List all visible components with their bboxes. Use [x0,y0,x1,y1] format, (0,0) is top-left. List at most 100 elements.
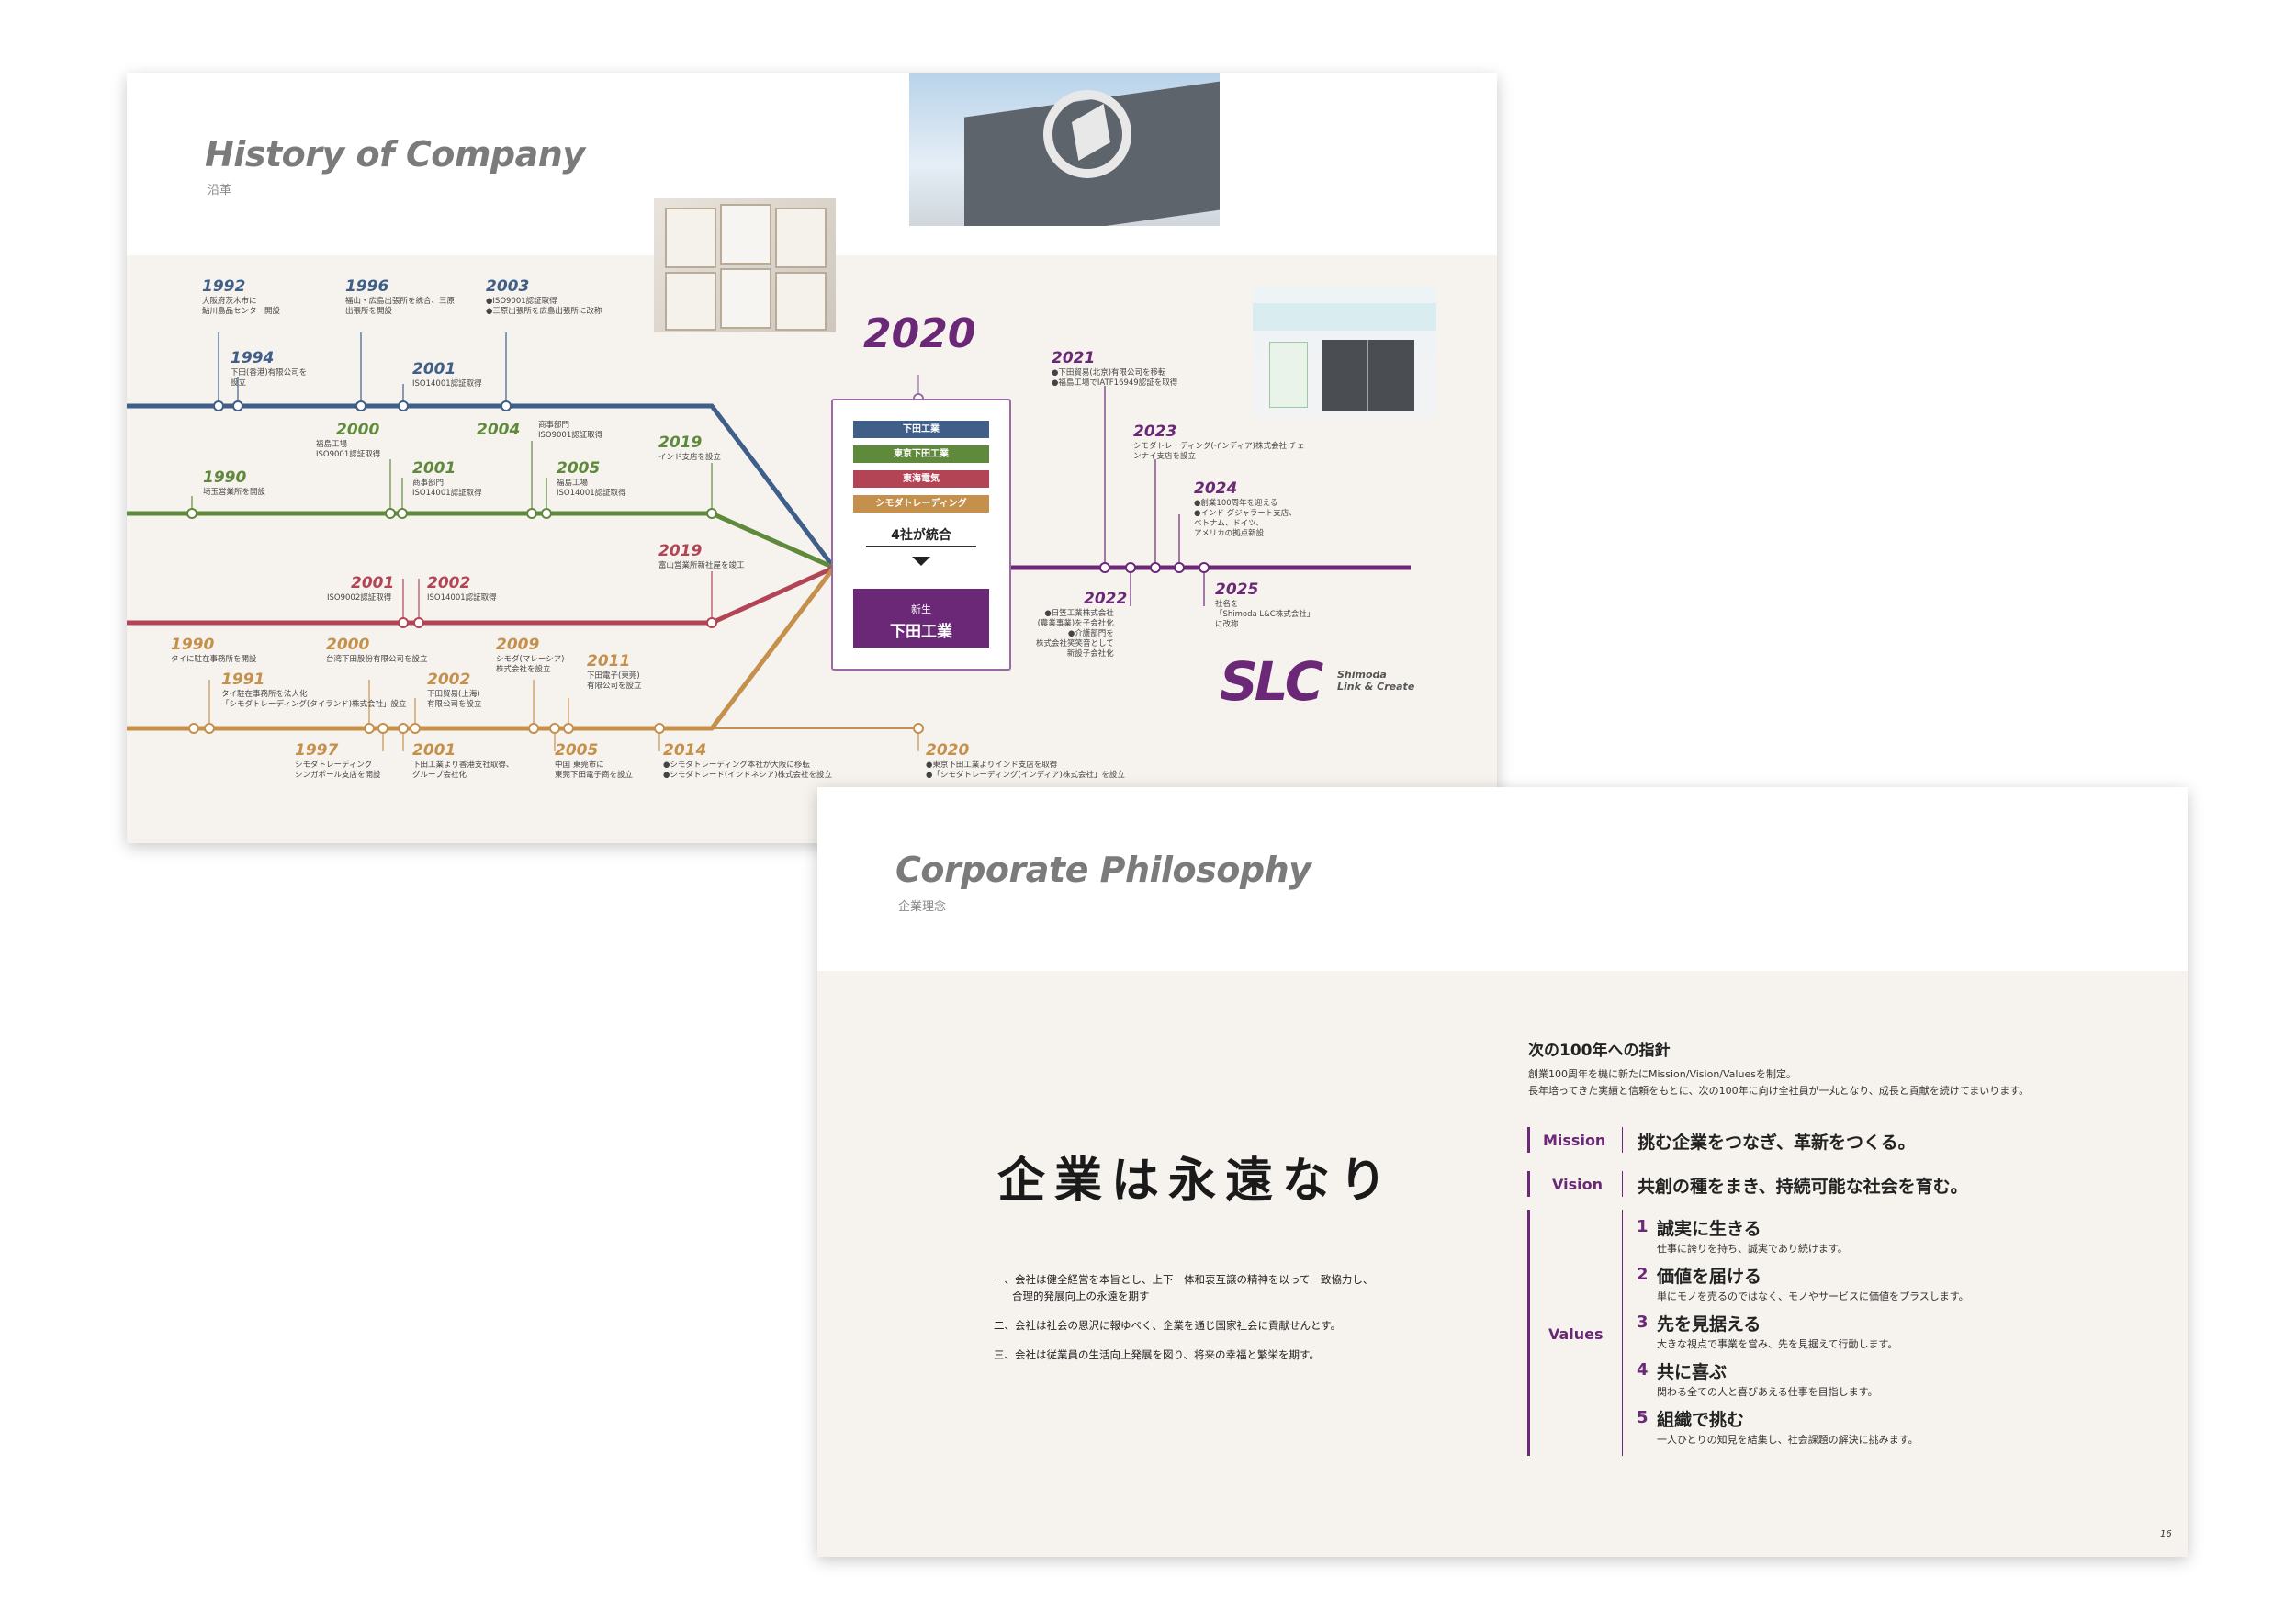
company-motto: 企業は永遠なり [997,1153,1397,1209]
certificates-photo [654,198,836,332]
value-number: 3 [1637,1313,1649,1332]
event-year: 1996 [345,277,389,296]
event-text: シモダトレーディング シンガポール支店を開設 [295,761,381,780]
event-year: 2000 [336,421,380,439]
newco-name: 下田工業 [890,623,952,641]
merge-box: 下田工業 東京下田工業 東海電気 シモダトレーディング 4社が統合 新生 下田工… [831,399,1011,671]
event-text: タイに駐在事務所を開設 [171,655,257,664]
event-year: 1991 [221,671,265,689]
value-number: 4 [1637,1360,1649,1380]
value-title: 組織で挑む [1657,1410,1745,1430]
building-sign-photo [909,73,1220,226]
event-text: 下田電子(東莞) 有限公司を設立 [587,671,642,691]
newco-label: 新生 [911,603,931,615]
event-year: 2020 [926,741,970,760]
event-year: 2024 [1194,479,1238,498]
principle-line: 二、会社は社会の恩沢に報ゆべく、企業を通じ国家社会に貢献せんとす。 [994,1319,1342,1332]
value-title: 誠実に生きる [1657,1219,1761,1239]
event-year: 2001 [412,360,456,378]
event-text: 福山・広島出張所を統合、三原 出張所を開設 [345,297,456,316]
event-year: 2019 [658,542,703,560]
event-year: 2002 [427,574,471,592]
event-text: ●創業100周年を迎える ●インド グジャラート支店、 ベトナム、ドイツ、 アメ… [1194,499,1297,538]
event-year: 2001 [412,741,456,760]
event-year: 1990 [203,468,247,487]
event-text: 下田(香港)有限公司を 設立 [231,368,308,388]
history-subtitle: 沿革 [208,184,232,197]
event-text: ●ISO9001認証取得 ●三原出張所を広島出張所に改称 [486,297,602,316]
value-number: 2 [1637,1265,1649,1284]
philosophy-subtitle: 企業理念 [898,900,947,914]
arrow-down-icon [912,557,930,566]
green-line [127,511,836,570]
event-year: 2004 [477,421,521,439]
vision-bar [1527,1171,1530,1197]
value-desc: 一人ひとりの知見を結集し、社会課題の解決に挑みます。 [1657,1434,1919,1446]
event-text: タイ駐在事務所を法人化 「シモダトレーディング(タイランド)株式会社」設立 [221,690,407,709]
philosophy-band [817,971,2188,1557]
company-bar: 東海電気 [853,470,989,488]
vision-text: 共創の種をまき、持続可能な社会を育む。 [1638,1177,1968,1197]
principle-line: 三、会社は従業員の生活向上発展を図り、将来の幸福と繁栄を期す。 [994,1348,1320,1361]
event-year: 2011 [587,652,631,671]
event-text: ●下田貿易(北京)有限公司を移転 ●福島工場でIATF16949認証を取得 [1052,368,1178,388]
slc-logo-subtext-line: Shimoda [1337,669,1387,681]
company-bar: シモダトレーディング [853,495,989,513]
event-text: 福島工場 ISO14001認証取得 [557,479,626,498]
event-text: シモダ(マレーシア) 株式会社を設立 [496,655,565,674]
values-label: Values [1548,1325,1604,1343]
value-number: 5 [1637,1408,1649,1427]
event-year: 2003 [486,277,530,296]
vision-label: Vision [1552,1176,1603,1193]
event-year: 2001 [412,459,456,478]
event-year: 2002 [427,671,471,689]
event-text: シモダトレーディング(インディア)株式会社 チェ ンナイ支店を設立 [1133,442,1305,461]
slc-logo-mark: SLC [1220,650,1323,713]
event-year: 2014 [663,741,707,760]
value-desc: 単にモノを売るのではなく、モノやサービスに価値をプラスします。 [1657,1291,1969,1302]
history-title: History of Company [205,134,585,175]
values-bar [1527,1210,1530,1456]
merge-text: 4社が統合 [891,528,951,543]
event-text: インド支店を設立 [658,453,722,462]
blue-line [127,403,836,569]
company-bar: 下田工業 [853,421,989,438]
storefront-photo [1253,287,1436,421]
event-text: 下田工業より香港支社取得、 グループ会社化 [412,761,514,780]
event-year: 2019 [658,434,703,452]
event-year: 1990 [171,636,215,654]
value-number: 1 [1637,1217,1649,1236]
value-title: 共に喜ぶ [1657,1362,1728,1382]
event-text: 商事部門 ISO14001認証取得 [412,479,482,498]
event-text: ●シモダトレーディング本社が大阪に移転 ●シモダトレード(インドネシア)株式会社… [663,761,833,780]
event-year: 2021 [1052,349,1096,367]
event-year: 1992 [202,277,246,296]
philosophy-title: Corporate Philosophy [895,850,1311,890]
slc-logo-subtext-line: Link & Create [1337,681,1415,693]
mission-label: Mission [1543,1132,1606,1149]
event-year: 2001 [351,574,395,592]
principle-line: 合理的発展向上の永遠を期す [1012,1290,1150,1302]
value-desc: 関わる全ての人と喜びあえる仕事を目指します。 [1657,1386,1878,1398]
event-text: 台湾下田股份有限公司を設立 [326,655,428,664]
event-year: 2023 [1133,423,1177,441]
value-title: 先を見据える [1657,1314,1761,1335]
value-title: 価値を届ける [1657,1267,1762,1287]
event-year: 2005 [557,459,601,478]
guide-line: 創業100周年を機に新たにMission/Vision/Valuesを制定。 [1528,1068,1796,1080]
guide-line: 長年培ってきた実績と信頼をもとに、次の100年に向け全社員が一丸となり、成長と貢… [1528,1085,2030,1097]
value-desc: 大きな視点で事業を営み、先を見据えて行動します。 [1657,1338,1898,1350]
guide-heading: 次の100年への指針 [1528,1042,1671,1060]
new-company-box: 新生 下田工業 [853,589,989,648]
event-year: 2022 [1084,590,1128,608]
event-text: ●東京下田工業よりインド支店を取得 ●「シモダトレーディング(インディア)株式会… [926,761,1125,780]
event-year: 1997 [295,741,339,760]
event-text: 下田貿易(上海) 有限公司を設立 [427,690,482,709]
value-desc: 仕事に誇りを持ち、誠実であり続けます。 [1657,1243,1848,1255]
event-text: 福島工場 ISO9001認証取得 [316,440,381,459]
mission-bar [1527,1127,1530,1153]
event-year: 1994 [231,349,275,367]
timeline-lines [127,332,1411,751]
mission-text: 挑む企業をつなぎ、革新をつくる。 [1638,1133,1916,1153]
page-number: 16 [2160,1529,2172,1539]
